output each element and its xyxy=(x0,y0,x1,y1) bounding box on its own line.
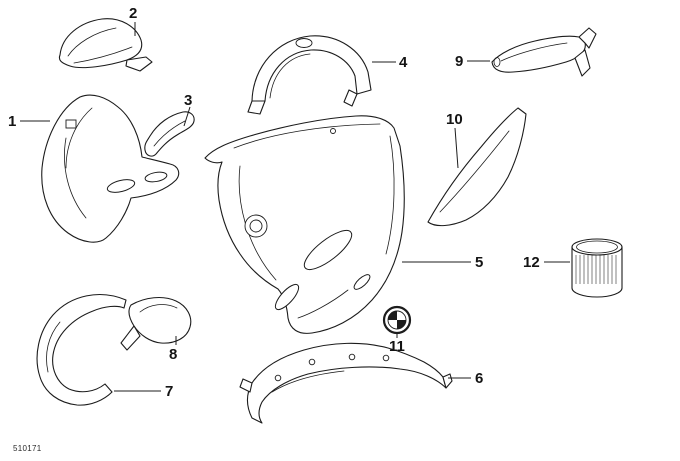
mounting-hole xyxy=(308,358,316,366)
fuel-cap-detail xyxy=(249,219,263,233)
part-fender-rear-section xyxy=(120,296,192,351)
callout-5[interactable]: 5 xyxy=(475,254,484,271)
can-body xyxy=(571,247,623,298)
part-trim-strip xyxy=(144,111,195,157)
vent-slot xyxy=(106,179,136,193)
callout-8[interactable]: 8 xyxy=(169,346,178,363)
callout-12[interactable]: 12 xyxy=(523,254,540,271)
mounting-hole xyxy=(274,374,282,382)
callout-3[interactable]: 3 xyxy=(184,92,193,109)
part-upper-cockpit-cover xyxy=(247,35,372,115)
diagram-code: 510171 xyxy=(13,444,42,453)
part-outline xyxy=(58,18,143,69)
top-opening xyxy=(295,38,313,48)
left-tab xyxy=(239,378,253,393)
part-outline xyxy=(204,115,405,334)
detail-line xyxy=(271,370,345,393)
mounting-arm xyxy=(125,56,153,72)
callout-9[interactable]: 9 xyxy=(455,53,464,70)
part-paint-can xyxy=(571,238,623,298)
callout-4[interactable]: 4 xyxy=(399,54,408,71)
vent-slot xyxy=(274,283,300,311)
part-belly-pan xyxy=(239,342,453,424)
can-hatching xyxy=(575,255,617,284)
part-outline xyxy=(251,35,372,102)
part-outline xyxy=(427,107,527,227)
detail-line xyxy=(500,42,568,62)
part-main-side-fairing xyxy=(204,115,405,334)
lower-hook xyxy=(574,49,591,77)
callout-7[interactable]: 7 xyxy=(165,383,174,400)
vent-slot xyxy=(144,171,168,183)
right-tab xyxy=(343,89,358,107)
part-outline xyxy=(491,35,586,73)
part-outline xyxy=(41,94,180,243)
detail-line xyxy=(385,135,395,255)
detail-line xyxy=(153,120,186,147)
detail-line xyxy=(269,53,311,99)
detail-line xyxy=(297,289,349,319)
detail-line xyxy=(65,107,93,169)
bmw-roundel-icon xyxy=(382,305,412,335)
callout-10[interactable]: 10 xyxy=(446,111,463,128)
part-outline xyxy=(36,294,127,406)
leader-line-10 xyxy=(454,127,459,169)
upper-bracket xyxy=(578,27,597,49)
bolt-detail xyxy=(330,128,336,134)
part-front-fairing-nose xyxy=(41,94,180,243)
callout-1[interactable]: 1 xyxy=(8,113,17,130)
roundel-quadrant xyxy=(388,311,397,320)
mounting-hole xyxy=(348,353,356,361)
end-cap xyxy=(493,57,501,67)
mounting-tail xyxy=(120,325,141,351)
part-windscreen-base-cowl xyxy=(58,18,153,72)
detail-line xyxy=(73,46,133,64)
left-tab xyxy=(247,100,266,115)
mount-detail xyxy=(65,119,77,129)
callout-6[interactable]: 6 xyxy=(475,370,484,387)
callout-2[interactable]: 2 xyxy=(129,5,138,22)
part-outline xyxy=(246,342,447,424)
part-front-fender xyxy=(36,294,127,406)
callout-leader-lines xyxy=(20,22,570,392)
detail-line xyxy=(139,304,178,313)
vent-slot xyxy=(353,274,371,290)
can-lid-inner xyxy=(576,240,618,254)
detail-line xyxy=(64,137,87,219)
detail-line xyxy=(67,27,117,57)
part-side-trim-blade xyxy=(427,107,527,227)
part-tail-cover xyxy=(491,27,597,77)
mounting-hole xyxy=(382,354,390,362)
callout-11[interactable]: 11 xyxy=(389,338,405,355)
roundel-quadrant xyxy=(397,320,406,329)
detail-line xyxy=(233,123,381,149)
vent-slot xyxy=(303,229,353,271)
detail-line xyxy=(439,130,510,213)
can-lid xyxy=(571,238,623,256)
leader-line-3 xyxy=(183,106,191,127)
detail-line xyxy=(46,321,61,373)
